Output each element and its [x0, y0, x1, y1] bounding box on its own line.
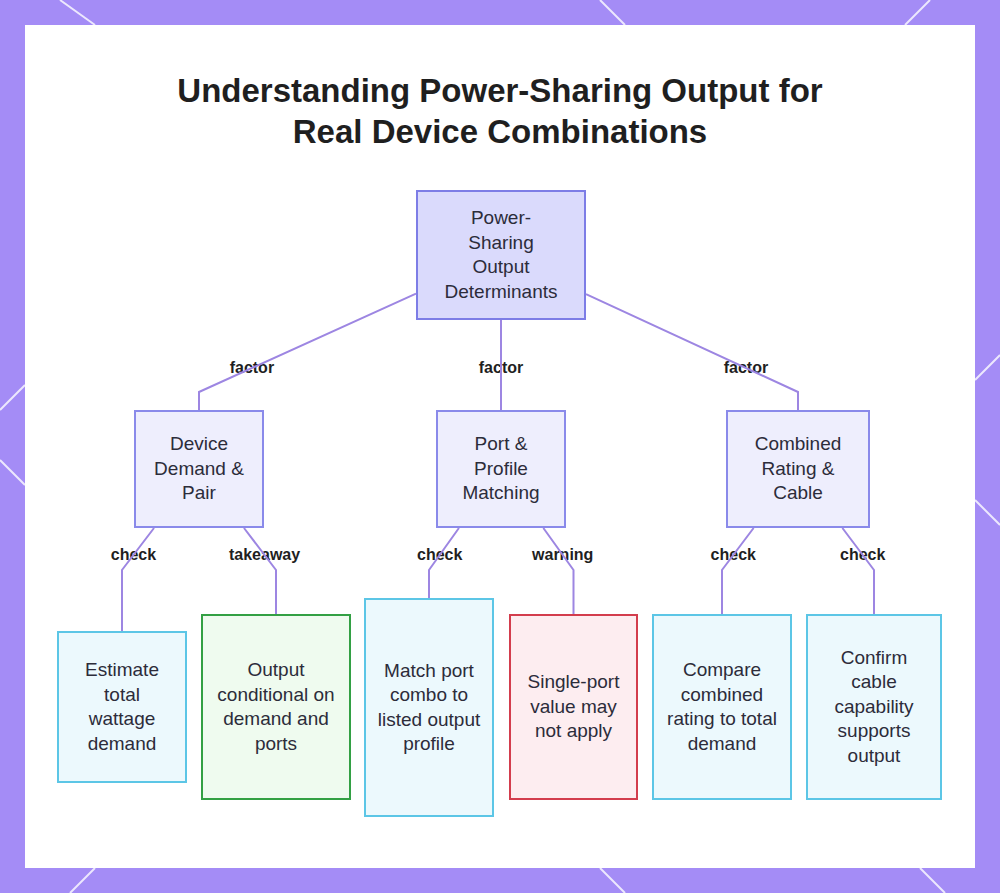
connector-line: [500, 320, 502, 410]
factor-box: Combined Rating & Cable: [726, 410, 870, 528]
node-text: Device Demand & Pair: [150, 432, 248, 506]
connector-line: [429, 528, 459, 598]
node-text: Power-Sharing Output Determinants: [440, 206, 562, 304]
check-box: Match port combo to listed output profil…: [364, 598, 494, 817]
check-box: Confirm cable capability supports output: [806, 614, 942, 800]
connector-line: [199, 294, 416, 410]
node-text: Combined Rating & Cable: [742, 432, 854, 506]
connector-line: [722, 528, 754, 614]
root-box: Power-Sharing Output Determinants: [416, 190, 586, 320]
connector-line: [586, 294, 798, 410]
node-text: Match port combo to listed output profil…: [376, 659, 482, 757]
check-box: Compare combined rating to total demand: [652, 614, 792, 800]
diagram-title: Understanding Power-Sharing Output for R…: [150, 70, 850, 152]
connector-line: [543, 528, 573, 614]
node-text: Single-port value may not apply: [525, 670, 622, 744]
connector-line: [122, 528, 154, 631]
node-text: Estimate total wattage demand: [69, 658, 175, 756]
warning-box: Single-port value may not apply: [509, 614, 638, 800]
connector-line: [244, 528, 276, 614]
connector-line: [842, 528, 874, 614]
check-box: Estimate total wattage demand: [57, 631, 187, 783]
node-text: Confirm cable capability supports output: [818, 646, 930, 769]
factor-box: Port & Profile Matching: [436, 410, 566, 528]
node-text: Output conditional on demand and ports: [213, 658, 339, 756]
factor-box: Device Demand & Pair: [134, 410, 264, 528]
node-text: Port & Profile Matching: [452, 432, 550, 506]
takeaway-box: Output conditional on demand and ports: [201, 614, 351, 800]
node-text: Compare combined rating to total demand: [664, 658, 780, 756]
white-panel: [25, 25, 975, 868]
